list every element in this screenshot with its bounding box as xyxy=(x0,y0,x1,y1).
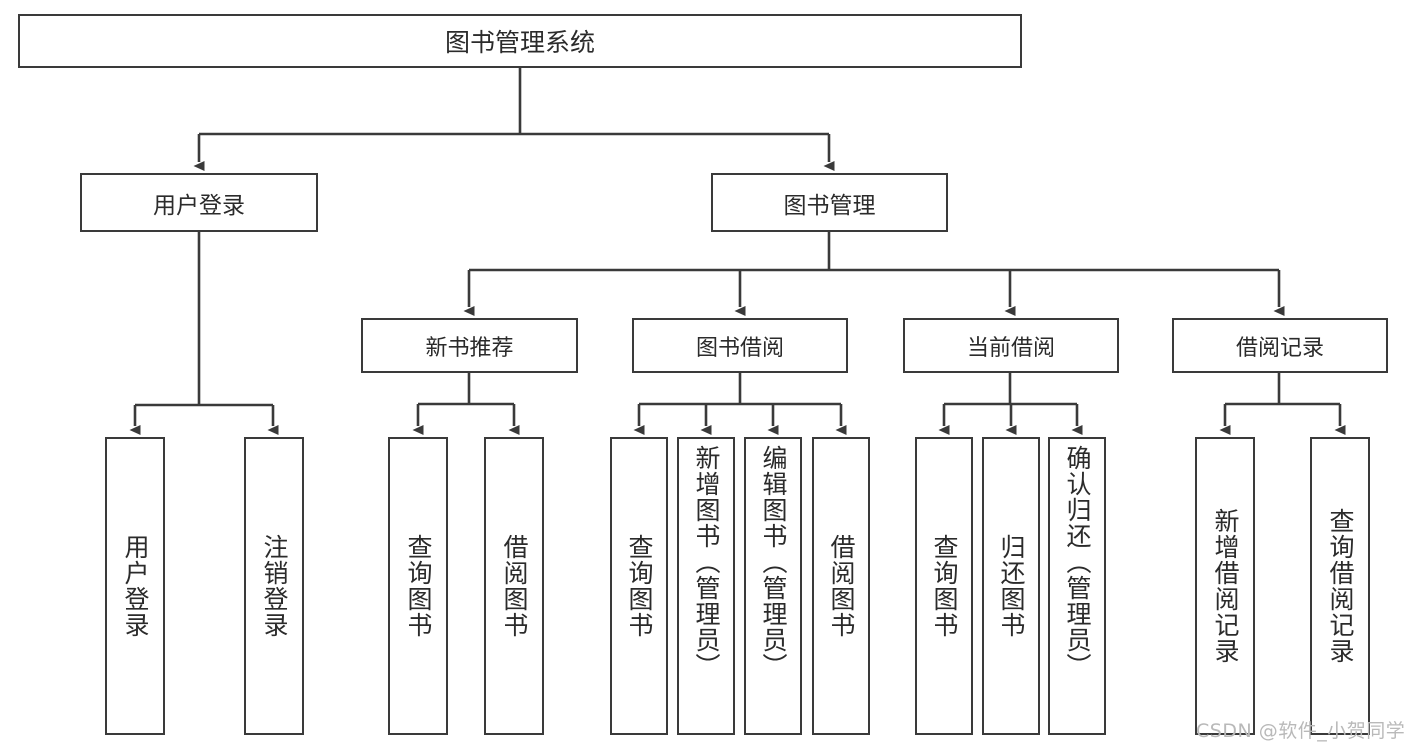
node-label: 确认归还（管理员） xyxy=(1063,445,1092,679)
node-label: 查询图书 xyxy=(930,534,959,638)
leaf-borrow-books-recommend[interactable]: 借阅图书 xyxy=(484,437,544,735)
node-label: 查询图书 xyxy=(404,534,433,638)
node-root-system[interactable]: 图书管理系统 xyxy=(18,14,1022,68)
leaf-query-borrow-record[interactable]: 查询借阅记录 xyxy=(1310,437,1370,735)
node-label: 用户登录 xyxy=(153,192,245,219)
node-book-management[interactable]: 图书管理 xyxy=(711,173,948,232)
leaf-return-books[interactable]: 归还图书 xyxy=(982,437,1040,735)
leaf-add-book-admin[interactable]: 新增图书（管理员） xyxy=(677,437,735,735)
node-label: 编辑图书（管理员） xyxy=(759,445,788,679)
node-borrow-records[interactable]: 借阅记录 xyxy=(1172,318,1388,373)
leaf-confirm-return-admin[interactable]: 确认归还（管理员） xyxy=(1048,437,1106,735)
leaf-add-borrow-record[interactable]: 新增借阅记录 xyxy=(1195,437,1255,735)
node-label: 查询图书 xyxy=(625,534,654,638)
node-user-login[interactable]: 用户登录 xyxy=(80,173,318,232)
leaf-user-login[interactable]: 用户登录 xyxy=(105,437,165,735)
node-label: 当前借阅 xyxy=(966,335,1055,361)
node-label: 图书管理系统 xyxy=(444,28,595,57)
node-label: 查询借阅记录 xyxy=(1326,508,1355,664)
leaf-edit-book-admin[interactable]: 编辑图书（管理员） xyxy=(744,437,802,735)
node-label: 新增借阅记录 xyxy=(1211,508,1240,664)
node-label: 图书管理 xyxy=(783,192,876,219)
leaf-borrow-books[interactable]: 借阅图书 xyxy=(812,437,870,735)
node-label: 归还图书 xyxy=(997,534,1026,638)
leaf-query-books-recommend[interactable]: 查询图书 xyxy=(388,437,448,735)
leaf-query-books-borrowing[interactable]: 查询图书 xyxy=(610,437,668,735)
node-book-borrowing[interactable]: 图书借阅 xyxy=(632,318,848,373)
leaf-query-books-current[interactable]: 查询图书 xyxy=(915,437,973,735)
watermark-credit: CSDN @软件_小贺同学 xyxy=(1196,716,1405,743)
node-label: 图书借阅 xyxy=(695,335,784,361)
node-label: 新书推荐 xyxy=(425,335,514,361)
watermark-text: CSDN @软件_小贺同学 xyxy=(1196,720,1405,742)
node-current-borrowing[interactable]: 当前借阅 xyxy=(903,318,1119,373)
node-label: 借阅图书 xyxy=(500,534,529,638)
node-label: 借阅图书 xyxy=(827,534,856,638)
node-label: 借阅记录 xyxy=(1235,335,1324,361)
node-label: 新增图书（管理员） xyxy=(692,445,721,679)
node-new-book-recommendation[interactable]: 新书推荐 xyxy=(361,318,578,373)
node-label: 注销登录 xyxy=(260,534,289,638)
node-label: 用户登录 xyxy=(121,534,150,638)
leaf-logout[interactable]: 注销登录 xyxy=(244,437,304,735)
